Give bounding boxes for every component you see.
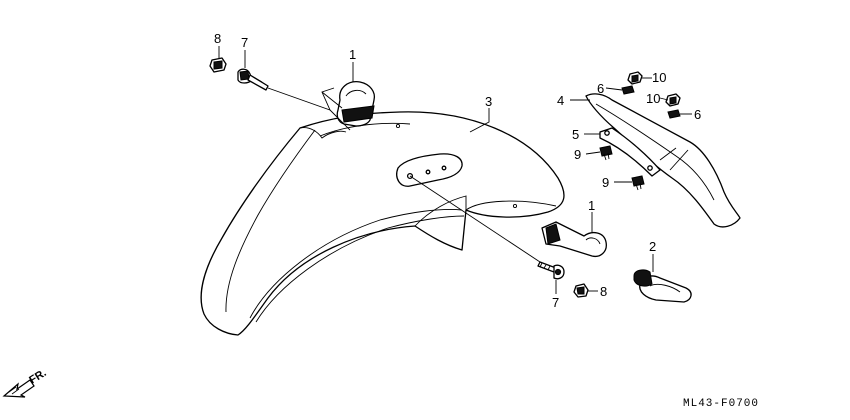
bolt-7-upper (237, 68, 269, 91)
callout-9-upper: 9 (574, 147, 581, 162)
callout-7-upper: 7 (241, 35, 248, 50)
callout-9-lower: 9 (602, 175, 609, 190)
front-fender (200, 111, 565, 336)
callout-4: 4 (557, 93, 564, 108)
callout-5: 5 (572, 127, 579, 142)
brake-hose-clamp-upper (336, 81, 376, 127)
callout-2: 2 (649, 239, 656, 254)
diagram-code: ML43-F0700 (683, 398, 759, 410)
nut-8-upper (209, 57, 227, 73)
callout-3: 3 (485, 94, 492, 109)
callout-1-lower: 1 (588, 198, 595, 213)
nut-10-lower (665, 93, 681, 107)
screw-9-upper (599, 145, 613, 161)
callout-10-lower: 10 (646, 91, 660, 106)
callout-1-upper: 1 (349, 47, 356, 62)
callout-6-lower: 6 (694, 107, 701, 122)
callout-7-lower: 7 (552, 295, 559, 310)
front-direction-indicator: FR. (2, 367, 49, 398)
callout-6-upper: 6 (597, 81, 604, 96)
grommet (633, 269, 692, 303)
front-arrow-icon (2, 379, 35, 398)
stay-bracket (599, 127, 661, 177)
nut-10-upper (627, 71, 643, 85)
brake-hose-clamp-lower (541, 221, 607, 258)
callouts: 8 7 1 3 4 5 6 10 10 6 9 9 1 2 7 8 (214, 31, 701, 310)
callout-10-upper: 10 (652, 70, 666, 85)
nut-8-lower (573, 283, 589, 298)
rear-fender-panel (585, 93, 741, 228)
callout-8-upper: 8 (214, 31, 221, 46)
clip-6-upper (621, 85, 635, 95)
leader-lines (218, 46, 692, 294)
bolt-7-lower (537, 261, 565, 280)
callout-8-lower: 8 (600, 284, 607, 299)
screw-9-lower (631, 175, 645, 191)
clip-6-lower (667, 109, 681, 119)
